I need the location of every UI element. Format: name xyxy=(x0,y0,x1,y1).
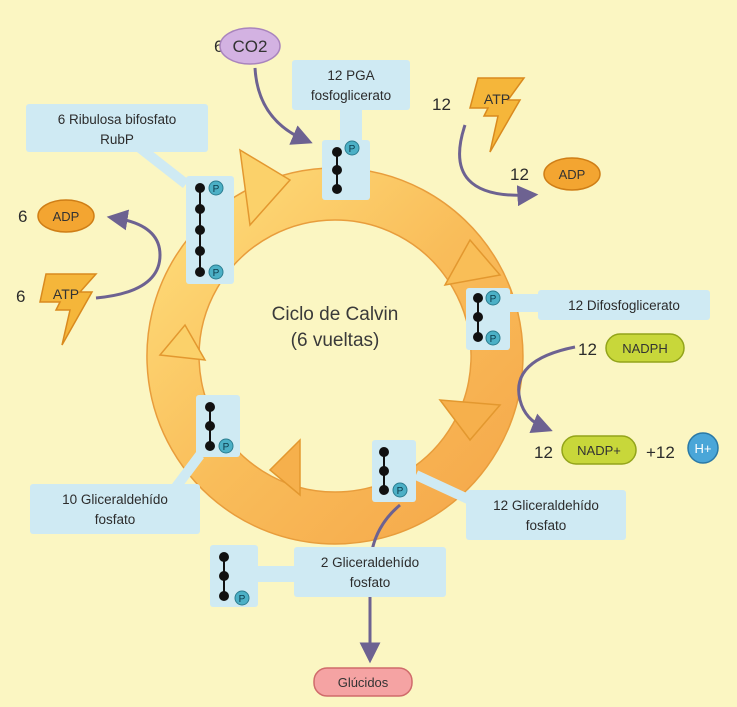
difosfoglicerato-molecule: P P xyxy=(466,288,540,350)
nadph-arrow xyxy=(517,345,576,434)
h-label: H+ xyxy=(695,441,712,456)
gal12-label: 12 Gliceraldehído fosfato xyxy=(466,490,626,540)
adp-left: 6 ADP xyxy=(18,199,95,233)
nadp-pill xyxy=(561,435,637,465)
gal12-molecule: P xyxy=(372,440,473,505)
ring-arrowhead xyxy=(443,238,502,287)
svg-text:P: P xyxy=(213,268,220,279)
svg-text:P: P xyxy=(213,184,220,195)
gal2-molecule: P xyxy=(210,545,298,607)
atp-left-arrow xyxy=(95,209,162,300)
gal2-line1: 2 Gliceraldehído xyxy=(321,555,419,570)
gal10-line2: fosfato xyxy=(95,512,136,527)
rubp-line2: RubP xyxy=(100,132,134,147)
rubp-label: 6 Ribulosa bifosfato RubP xyxy=(26,104,208,152)
atp-top-bolt xyxy=(469,77,526,153)
pga-line2: fosfoglicerato xyxy=(311,88,391,103)
gal12-line1: 12 Gliceraldehído xyxy=(493,498,599,513)
adp-top-count: 12 xyxy=(510,165,529,184)
svg-text:P: P xyxy=(223,442,230,453)
ring-arrowhead xyxy=(158,323,207,361)
adp-left-count: 6 xyxy=(18,207,27,226)
gal10-label: 10 Gliceraldehído fosfato xyxy=(30,484,200,534)
adp-top-label: ADP xyxy=(559,167,586,182)
pga-molecule: P xyxy=(322,140,370,200)
co2-label: CO2 xyxy=(233,37,268,56)
svg-text:P: P xyxy=(239,594,246,605)
h-ion-circle xyxy=(687,432,719,464)
svg-text:P: P xyxy=(397,486,404,497)
co2-pill xyxy=(219,27,281,65)
atp-top-arrow xyxy=(458,124,539,207)
rubp-line1: 6 Ribulosa bifosfato xyxy=(58,112,177,127)
co2-input: 6 CO2 xyxy=(214,27,313,145)
cycle-title: Ciclo de Calvin xyxy=(272,304,399,325)
atp-left-count: 6 xyxy=(16,287,25,306)
atp-top-count: 12 xyxy=(432,95,451,114)
adp-top: 12 ADP xyxy=(510,157,601,191)
nadp-label: NADP+ xyxy=(577,443,621,458)
nadp-count: 12 xyxy=(534,443,553,462)
nadph-pill xyxy=(605,333,685,363)
cycle-ring xyxy=(146,148,524,545)
phosphate-symbol: P xyxy=(349,144,356,155)
ring-arrowhead xyxy=(438,399,502,442)
pga-line1: 12 PGA xyxy=(327,68,374,83)
atp-left-label: ATP xyxy=(53,286,79,302)
gal12-line2: fosfato xyxy=(526,518,567,533)
adp-left-label: ADP xyxy=(53,209,80,224)
atp-top-label: ATP xyxy=(484,91,510,107)
gal10-molecule: P xyxy=(166,395,240,498)
nadph-input: 12 NADPH xyxy=(517,333,685,434)
co2-arrow xyxy=(253,67,313,145)
co2-count: 6 xyxy=(214,37,223,56)
gal2-line2: fosfato xyxy=(350,575,391,590)
glucidos-pill xyxy=(313,667,413,697)
adp-left-pill xyxy=(37,199,95,233)
difosfoglicerato-text: 12 Difosfoglicerato xyxy=(568,298,680,313)
pga-label: 12 PGA fosfoglicerato xyxy=(292,60,410,140)
h-count: +12 xyxy=(646,443,675,462)
adp-top-pill xyxy=(543,157,601,191)
svg-text:P: P xyxy=(490,294,497,305)
ring-arrowhead xyxy=(268,438,301,497)
nadph-count: 12 xyxy=(578,340,597,359)
atp-top: 12 ATP xyxy=(432,77,539,207)
glucidos-label: Glúcidos xyxy=(338,675,389,690)
gal10-line1: 10 Gliceraldehído xyxy=(62,492,168,507)
gal2-label: 2 Gliceraldehído fosfato xyxy=(294,547,446,597)
nadph-label: NADPH xyxy=(622,341,668,356)
rubp-molecule: P P xyxy=(136,144,234,284)
difosfoglicerato-label: 12 Difosfoglicerato xyxy=(538,290,710,320)
atp-left: 6 ATP xyxy=(16,209,162,346)
nadp-output: 12 NADP+ +12 H+ xyxy=(534,432,719,465)
ring-arrowhead xyxy=(239,148,292,227)
glucidos-output: Glúcidos xyxy=(313,667,413,697)
cycle-subtitle: (6 vueltas) xyxy=(291,330,380,351)
svg-text:P: P xyxy=(490,334,497,345)
atp-left-bolt xyxy=(39,273,98,346)
